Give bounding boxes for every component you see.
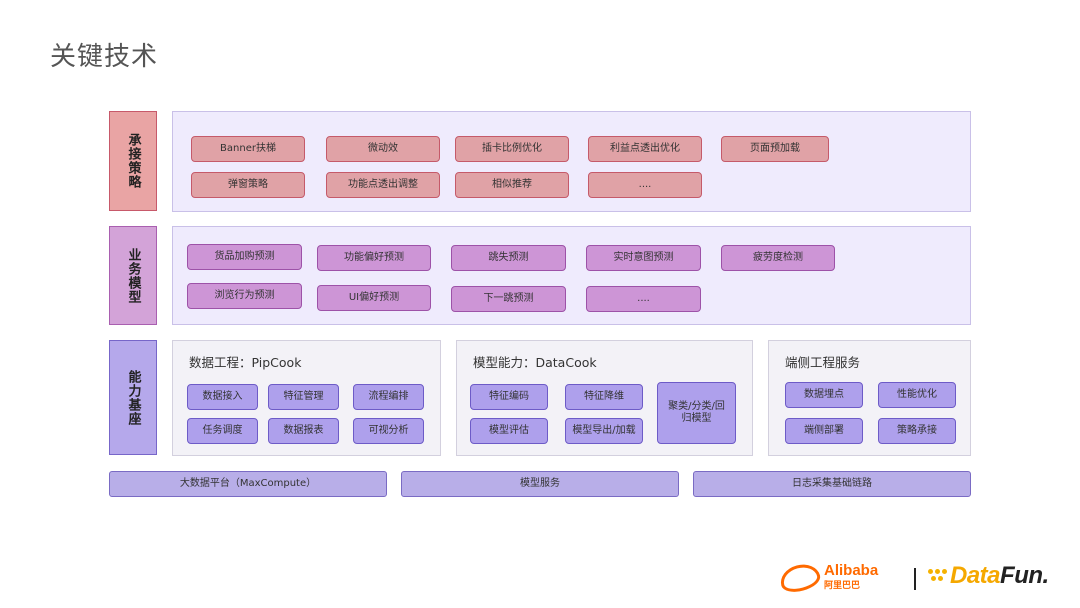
- pipcook-item: 可视分析: [353, 418, 424, 444]
- layer-label-capability: 能力基座: [109, 340, 157, 455]
- datafun-logo-suffix: Fun.: [1000, 562, 1049, 589]
- pipcook-item: 数据报表: [268, 418, 339, 444]
- device-item: 策略承接: [878, 418, 956, 444]
- strategy-item: 页面预加载: [721, 136, 829, 162]
- strategy-item: 微动效: [326, 136, 440, 162]
- datafun-dots-icon: [928, 565, 950, 587]
- strategy-item-more: ....: [588, 172, 702, 198]
- pipcook-title: 数据工程：PipCook: [189, 355, 302, 370]
- alibaba-logo: Alibaba 阿里巴巴: [777, 559, 879, 596]
- layer-label-strategy: 承接策略: [109, 111, 157, 211]
- strategy-item: 相似推荐: [455, 172, 569, 198]
- datacook-item-models: 聚类/分类/回归模型: [657, 382, 736, 444]
- datacook-item: 模型评估: [470, 418, 548, 444]
- pipcook-item: 任务调度: [187, 418, 258, 444]
- device-item: 数据埋点: [785, 382, 863, 408]
- business-item-more: ....: [586, 286, 701, 312]
- business-item: UI偏好预测: [317, 285, 431, 311]
- strategy-panel: [172, 111, 971, 212]
- datacook-item: 特征编码: [470, 384, 548, 410]
- page-title: 关键技术: [50, 42, 159, 72]
- alibaba-mark-icon: [777, 559, 823, 596]
- business-item: 实时意图预测: [586, 245, 701, 271]
- strategy-item: Banner扶梯: [191, 136, 305, 162]
- datafun-logo-prefix: Data: [950, 562, 1001, 589]
- device-item: 端侧部署: [785, 418, 863, 444]
- business-item: 功能偏好预测: [317, 245, 431, 271]
- business-item: 下一跳预测: [451, 286, 566, 312]
- datacook-item: 模型导出/加载: [565, 418, 643, 444]
- logo-divider: [914, 568, 916, 590]
- business-panel: [172, 226, 971, 325]
- alibaba-logo-cn: 阿里巴巴: [824, 580, 861, 590]
- strategy-item: 弹窗策略: [191, 172, 305, 198]
- device-item: 性能优化: [878, 382, 956, 408]
- base-item-maxcompute: 大数据平台（MaxCompute）: [109, 471, 387, 497]
- alibaba-logo-en: Alibaba: [824, 562, 879, 579]
- layer-label-business: 业务模型: [109, 226, 157, 325]
- base-item-model-service: 模型服务: [401, 471, 679, 497]
- strategy-item: 插卡比例优化: [455, 136, 569, 162]
- business-item: 跳失预测: [451, 245, 566, 271]
- strategy-item: 功能点透出调整: [326, 172, 440, 198]
- datafun-logo: DataFun.: [928, 562, 1049, 590]
- pipcook-item: 流程编排: [353, 384, 424, 410]
- business-item: 疲劳度检测: [721, 245, 835, 271]
- datacook-item: 特征降维: [565, 384, 643, 410]
- pipcook-item: 特征管理: [268, 384, 339, 410]
- pipcook-item: 数据接入: [187, 384, 258, 410]
- business-item: 浏览行为预测: [187, 283, 302, 309]
- strategy-item: 利益点透出优化: [588, 136, 702, 162]
- datacook-title: 模型能力：DataCook: [473, 355, 597, 370]
- business-item: 货品加购预测: [187, 244, 302, 270]
- device-title: 端侧工程服务: [785, 355, 861, 370]
- base-item-log-collection: 日志采集基础链路: [693, 471, 971, 497]
